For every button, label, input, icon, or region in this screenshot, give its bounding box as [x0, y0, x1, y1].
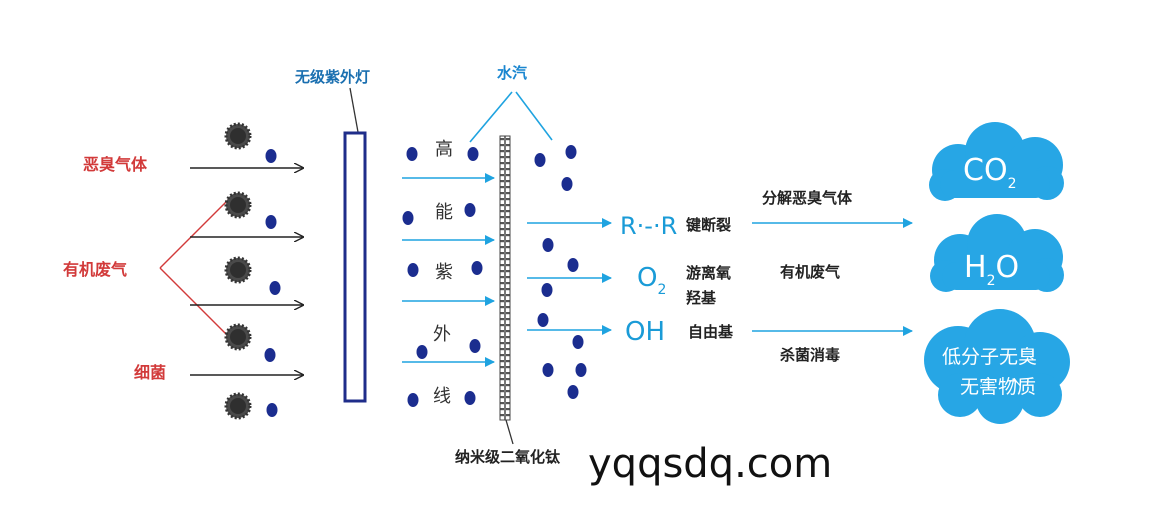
molecule-dot — [537, 313, 549, 327]
uv-lamp-label: 无级紫外灯 — [294, 68, 370, 86]
molecule-dot — [565, 145, 577, 159]
o2-desc-line1: 游离氧 — [686, 264, 731, 282]
molecule-dot — [407, 263, 419, 277]
molecule-dot — [265, 215, 277, 229]
molecule-dot — [534, 153, 546, 167]
reaction-arrows — [527, 218, 612, 335]
molecule-dot — [464, 391, 476, 405]
molecule-dot — [572, 335, 584, 349]
uv-char: 外 — [433, 324, 451, 345]
co2-text: CO2 — [963, 153, 1016, 192]
molecule-dot — [561, 177, 573, 191]
effect-sterilize: 杀菌消毒 — [780, 346, 840, 364]
pollutant-particle — [224, 392, 252, 420]
tio2-leader — [505, 419, 514, 445]
pollutant-particle — [224, 323, 252, 351]
organic-waste-gas-label: 有机废气 — [63, 260, 127, 279]
pollutant-particle — [224, 191, 252, 219]
effect-decompose: 分解恶臭气体 — [762, 189, 853, 207]
o2-main: O2 — [637, 263, 666, 298]
cloud-h2o — [930, 214, 1064, 292]
tio2-mesh — [499, 135, 511, 421]
pollutant-particle — [224, 256, 252, 284]
uv-char: 高 — [435, 139, 453, 160]
o2-desc-line2: 羟基 — [686, 289, 717, 307]
uv-char: 能 — [435, 202, 453, 223]
molecule-dot — [416, 345, 428, 359]
molecule-dot — [464, 203, 476, 217]
molecule-dot — [407, 393, 419, 407]
cloud-low-molecular — [924, 309, 1070, 424]
low-molecular-line2: 无害物质 — [960, 376, 1036, 398]
o2-subscript: 2 — [657, 282, 666, 298]
water-vapor-label: 水汽 — [497, 64, 527, 82]
organic-fan-lines — [159, 195, 233, 341]
molecule-dot — [541, 283, 553, 297]
molecule-dot — [402, 211, 414, 225]
uv-char: 线 — [433, 386, 451, 407]
high-energy-uv-text: 高 能 紫 外 线 — [433, 139, 453, 407]
molecule-dot — [406, 147, 418, 161]
bacteria-label: 细菌 — [134, 363, 166, 382]
molecule-dot — [542, 238, 554, 252]
molecule-dots — [264, 145, 587, 417]
water-vapor-leader-right — [515, 91, 553, 141]
molecule-dot — [264, 348, 276, 362]
molecule-dot — [471, 261, 483, 275]
uv-arrows — [402, 173, 495, 367]
uv-lamp — [343, 131, 367, 403]
molecule-dot — [266, 403, 278, 417]
effect-arrows — [752, 218, 913, 336]
pollutant-particles — [224, 122, 252, 420]
rr-radical: R·-·R — [620, 212, 677, 240]
molecule-dot — [265, 149, 277, 163]
pollutant-particle — [224, 122, 252, 150]
odor-gas-label: 恶臭气体 — [83, 155, 148, 174]
co2-subscript: 2 — [1008, 176, 1017, 192]
molecule-dot — [542, 363, 554, 377]
watermark: yqqsdq.com — [588, 441, 832, 487]
molecule-dot — [269, 281, 281, 295]
uv-lamp-leader — [349, 87, 359, 133]
h2o-text: H2O — [964, 250, 1019, 289]
uv-char: 紫 — [435, 262, 453, 283]
water-vapor-leader-left — [469, 91, 513, 143]
molecule-dot — [469, 339, 481, 353]
h2o-subscript: 2 — [987, 273, 996, 289]
rr-desc: 键断裂 — [685, 216, 731, 234]
molecule-dot — [467, 147, 479, 161]
oh-radical: OH — [625, 317, 665, 347]
tio2-label: 纳米级二氧化钛 — [455, 448, 561, 466]
cloud-co2 — [929, 122, 1064, 201]
molecule-dot — [567, 258, 579, 272]
oh-desc: 自由基 — [688, 323, 734, 341]
input-arrows — [190, 168, 303, 375]
molecule-dot — [567, 385, 579, 399]
effect-organic: 有机废气 — [780, 263, 840, 281]
low-molecular-line1: 低分子无臭 — [942, 346, 1037, 368]
molecule-dot — [575, 363, 587, 377]
